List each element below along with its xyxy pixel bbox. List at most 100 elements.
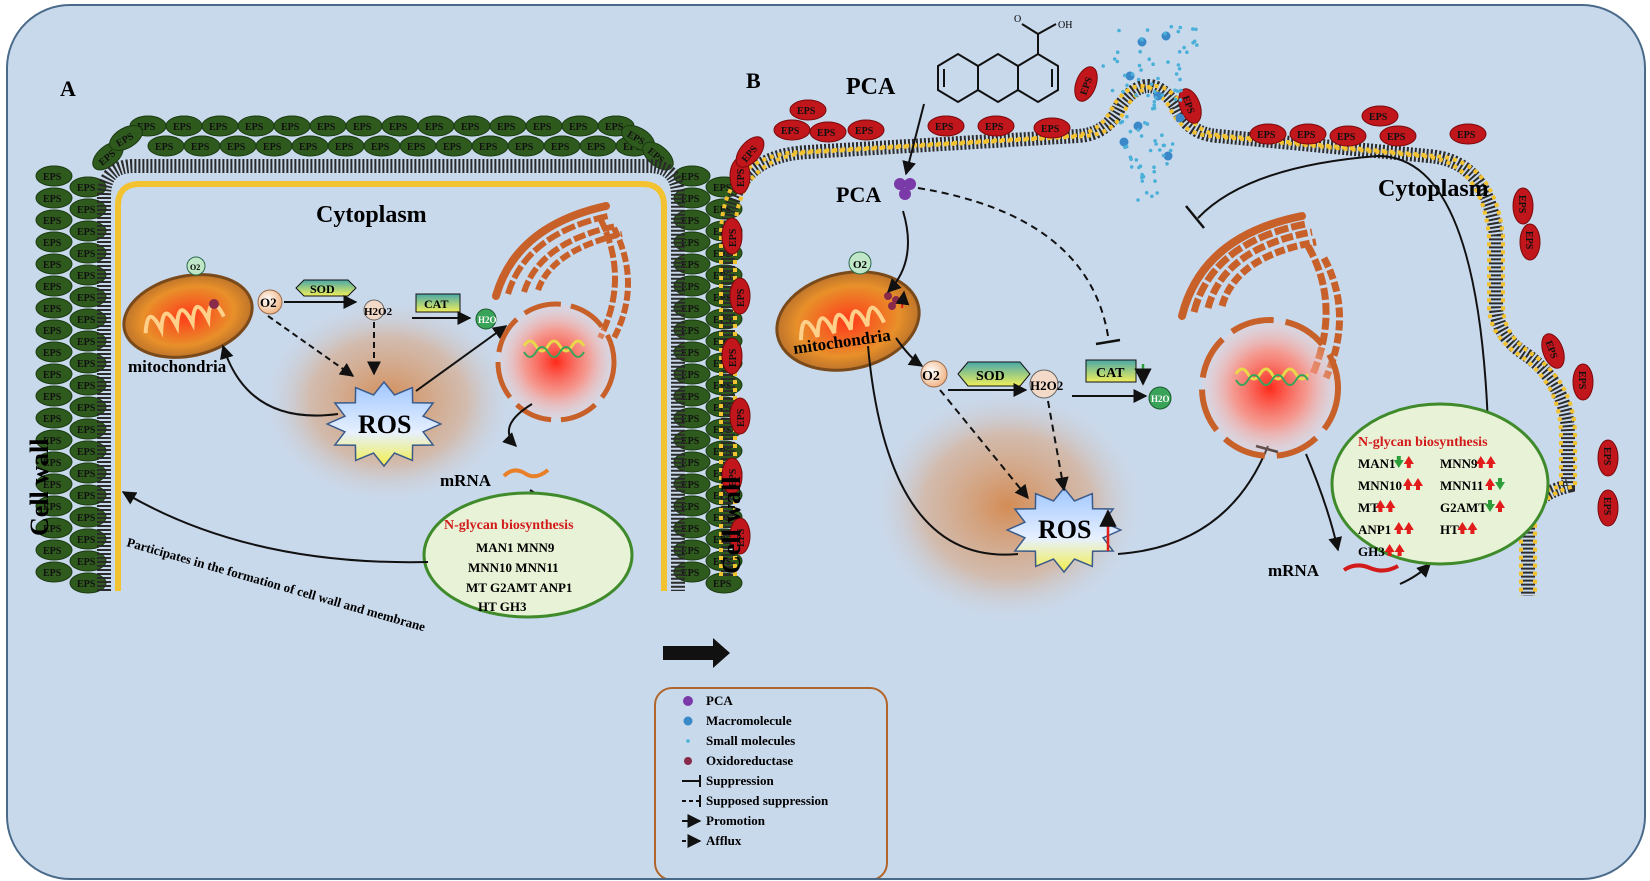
eps-granule: EPS <box>274 116 310 136</box>
small-molecule <box>1116 50 1120 54</box>
small-molecule <box>1156 77 1160 81</box>
h2o-label-a: H2O <box>478 315 497 325</box>
figure-frame: A EPSEPSEPSEPSEPSEPSEPSEPSEPSEPSEPSEPSEP… <box>6 4 1646 880</box>
svg-text:EPS: EPS <box>43 194 62 205</box>
mrna-strand-b <box>1344 565 1398 570</box>
eps-granule: EPS <box>36 342 72 362</box>
small-molecule <box>1111 89 1115 93</box>
svg-text:EPS: EPS <box>681 524 700 535</box>
eps-granule-red: EPS <box>978 116 1014 136</box>
small-molecule <box>1178 50 1182 54</box>
mrna-strand-a <box>504 470 548 476</box>
small-molecule <box>1147 57 1151 61</box>
small-molecule <box>1117 29 1121 33</box>
gene-name: MNN9 <box>1440 456 1478 471</box>
cytoplasm-label-b: Cytoplasm <box>1378 176 1489 202</box>
o2-label-a: O2 <box>260 295 277 310</box>
svg-text:EPS: EPS <box>855 126 874 137</box>
eps-granule-red: EPS <box>1362 106 1398 126</box>
small-molecule <box>1140 176 1144 180</box>
small-molecule <box>1137 128 1141 132</box>
eps-granule-red: EPS <box>1330 126 1366 146</box>
small-molecule <box>1153 139 1157 143</box>
small-molecule <box>1125 145 1129 149</box>
svg-text:EPS: EPS <box>817 128 836 139</box>
eps-granule: EPS <box>382 116 418 136</box>
eps-granule: EPS <box>36 364 72 384</box>
eps-granule-red: EPS <box>1380 126 1416 146</box>
legend-label: Supposed suppression <box>706 793 829 808</box>
small-molecule <box>1154 96 1158 100</box>
gene-line-a-3: MT G2AMT ANP1 <box>466 580 572 595</box>
svg-text:EPS: EPS <box>681 436 700 447</box>
legend-item: Oxidoreductase <box>684 753 793 768</box>
small-molecule <box>1143 121 1147 125</box>
small-molecule <box>1137 78 1141 82</box>
svg-text:EPS: EPS <box>77 337 96 348</box>
small-molecule <box>1162 154 1166 158</box>
svg-text:EPS: EPS <box>1387 132 1406 143</box>
legend-item: PCA <box>683 693 733 708</box>
sod-label-b: SOD <box>976 369 1005 384</box>
svg-text:EPS: EPS <box>43 238 62 249</box>
small-molecule <box>1178 78 1182 82</box>
svg-text:EPS: EPS <box>77 579 96 590</box>
svg-text:EPS: EPS <box>43 392 62 403</box>
svg-text:EPS: EPS <box>736 168 747 187</box>
small-molecule <box>1119 121 1123 125</box>
eps-granule: EPS <box>220 136 256 156</box>
eps-granule: EPS <box>36 276 72 296</box>
suppression-bar-cat <box>1096 340 1120 344</box>
small-molecule <box>1146 28 1150 32</box>
sod-label-a: SOD <box>310 282 335 296</box>
svg-text:EPS: EPS <box>1297 130 1316 141</box>
small-molecule <box>1158 148 1162 152</box>
svg-text:EPS: EPS <box>728 228 739 247</box>
svg-text:EPS: EPS <box>461 122 480 133</box>
small-molecule <box>1175 72 1179 76</box>
eps-granule-red: EPS <box>1290 124 1326 144</box>
small-molecule <box>1129 157 1133 161</box>
eps-granule: EPS <box>508 136 544 156</box>
eps-granule-red: EPS <box>1070 64 1101 105</box>
eps-granule: EPS <box>36 562 72 582</box>
small-molecule <box>1141 179 1145 183</box>
svg-text:EPS: EPS <box>77 249 96 260</box>
panel-a-label: A <box>60 76 76 101</box>
eps-granule-red: EPS <box>722 338 742 374</box>
svg-text:EPS: EPS <box>1457 130 1476 141</box>
gene-name: MNN10 <box>1358 478 1402 493</box>
svg-text:EPS: EPS <box>209 122 228 133</box>
pca-structure <box>938 24 1058 102</box>
eps-granule: EPS <box>292 136 328 156</box>
svg-text:EPS: EPS <box>736 288 747 307</box>
legend-label: PCA <box>706 693 733 708</box>
eps-granule-red: EPS <box>1520 224 1540 260</box>
eps-granule-red: EPS <box>1513 188 1533 224</box>
maroon-dot-icon <box>684 757 692 765</box>
cooh-oh: OH <box>1058 20 1072 31</box>
legend-label: Oxidoreductase <box>706 753 793 768</box>
supposed-suppression-cat <box>918 188 1108 336</box>
small-molecule <box>1138 64 1142 68</box>
small-molecule <box>1191 27 1195 31</box>
o2-top-label-b: O2 <box>853 259 868 271</box>
h2o2-label-a: H2O2 <box>364 306 393 318</box>
legend-item: Supposed suppression <box>682 793 829 808</box>
eps-granule-red: EPS <box>1450 124 1486 144</box>
eps-granule: EPS <box>36 188 72 208</box>
svg-text:EPS: EPS <box>443 142 462 153</box>
svg-text:EPS: EPS <box>1601 497 1612 516</box>
h2o-label-b: H2O <box>1151 394 1170 404</box>
small-molecule <box>1140 134 1144 138</box>
svg-text:EPS: EPS <box>77 205 96 216</box>
svg-text:EPS: EPS <box>77 183 96 194</box>
svg-text:EPS: EPS <box>191 142 210 153</box>
svg-text:EPS: EPS <box>497 122 516 133</box>
eps-granule: EPS <box>36 210 72 230</box>
svg-text:EPS: EPS <box>43 348 62 359</box>
eps-granule-red: EPS <box>1598 440 1618 476</box>
eps-granule-red: EPS <box>1250 124 1286 144</box>
svg-text:EPS: EPS <box>935 122 954 133</box>
svg-text:EPS: EPS <box>605 122 624 133</box>
